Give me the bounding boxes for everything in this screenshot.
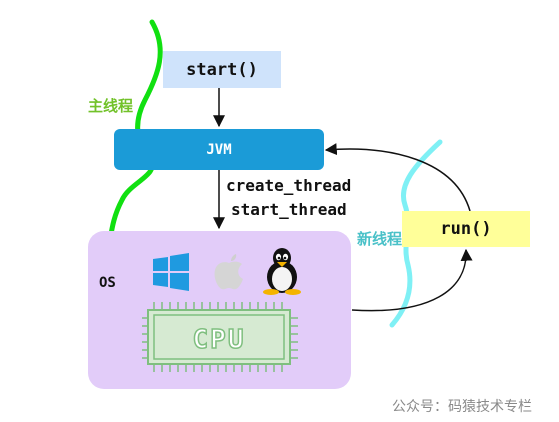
start-thread-label: start_thread bbox=[231, 200, 347, 219]
create-thread-label: create_thread bbox=[226, 176, 352, 195]
arrow-os-to-run bbox=[351, 248, 473, 312]
main-thread-label: 主线程 bbox=[88, 97, 134, 115]
cpu-chip-icon: CPU bbox=[142, 302, 298, 372]
new-thread-label: 新线程 bbox=[357, 230, 403, 248]
jvm-box: JVM bbox=[114, 129, 324, 170]
windows-icon bbox=[153, 253, 189, 291]
run-method-box: run() bbox=[402, 211, 530, 247]
linux-penguin-icon bbox=[263, 248, 301, 295]
cpu-label: CPU bbox=[193, 325, 246, 355]
apple-icon bbox=[214, 254, 243, 290]
watermark: 公众号：码猿技术专栏 bbox=[392, 399, 532, 415]
start-method-box: start() bbox=[163, 51, 281, 88]
os-label: OS bbox=[99, 275, 116, 291]
arrow-run-to-jvm bbox=[324, 143, 471, 212]
